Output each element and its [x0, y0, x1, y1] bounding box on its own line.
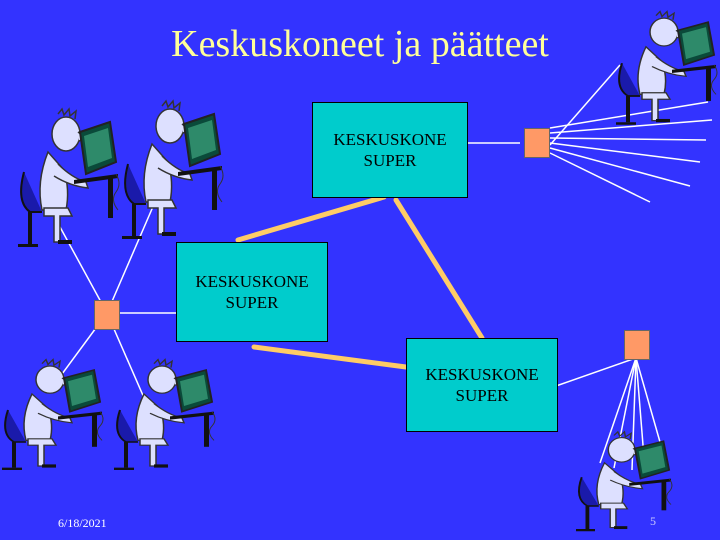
terminal-user-icon: [17, 108, 120, 248]
mainframe-label-line2: SUPER: [455, 386, 509, 405]
slide-number: 5: [650, 514, 656, 528]
hub-icon: [94, 300, 120, 330]
mainframe-box-bottom: KESKUSKONE SUPER: [406, 338, 558, 432]
mainframe-label-line2: SUPER: [363, 151, 417, 170]
mainframe-label-line2: SUPER: [225, 293, 279, 312]
terminal-user-icon: [113, 358, 216, 471]
mainframe-label-line1: KESKUSKONE: [195, 272, 309, 291]
mainframe-box-top: KESKUSKONE SUPER: [312, 102, 468, 198]
terminal-user-icon: [121, 100, 224, 240]
slide-title: Keskuskoneet ja päätteet: [171, 23, 549, 65]
mainframe-trunk-links: [235, 194, 485, 370]
footer-date: 6/18/2021: [58, 516, 107, 530]
terminal-user-icon: [1, 358, 104, 471]
mainframe-label-line1: KESKUSKONE: [425, 365, 539, 384]
hub-icon: [624, 330, 650, 360]
hub-icon: [524, 128, 550, 158]
terminal-links-top-right: [466, 64, 713, 203]
terminal-user-icon: [575, 430, 673, 533]
mainframe-box-middle: KESKUSKONE SUPER: [176, 242, 328, 342]
mainframe-label-line1: KESKUSKONE: [333, 130, 447, 149]
